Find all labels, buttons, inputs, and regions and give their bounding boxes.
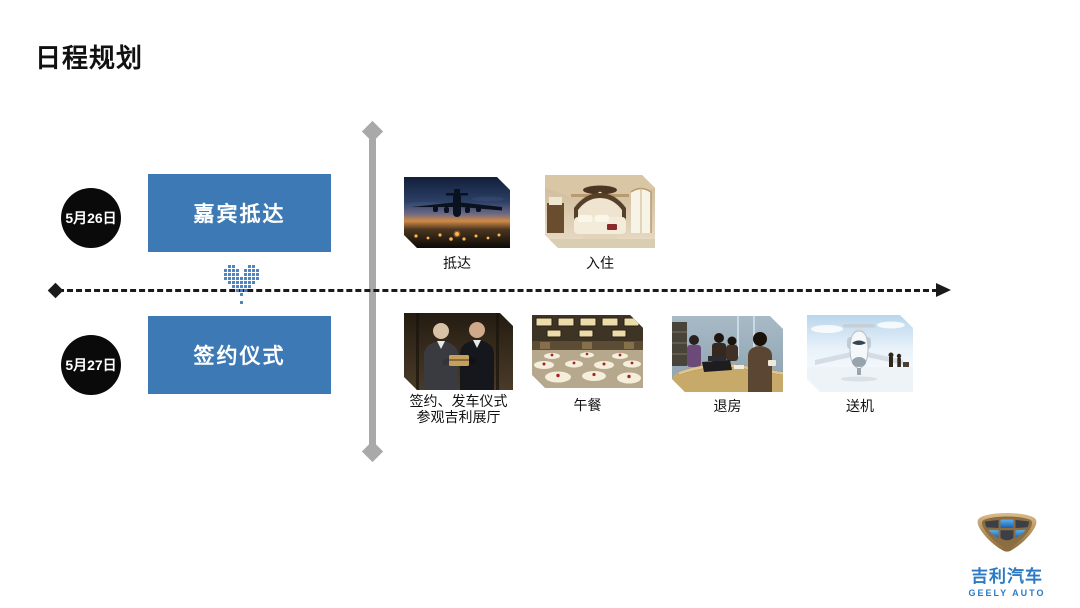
timeline-arrow-head	[936, 283, 951, 297]
vertical-axis-bottom-diamond	[361, 440, 384, 463]
item-label-seeoff: 送机	[846, 398, 874, 414]
date-badge-day1: 5月26日	[61, 188, 121, 248]
slide-title: 日程规划	[35, 43, 144, 73]
item-label-signing: 签约、发车仪式 参观吉利展厅	[409, 393, 508, 426]
geely-logo: 吉利汽车 GEELY AUTO	[960, 512, 1054, 598]
item-label-checkout: 退房	[713, 398, 742, 414]
schedule-item-lunch: 午餐	[532, 315, 643, 413]
airplane-landing-photo	[404, 177, 510, 248]
schedule-item-checkin: 入住	[545, 175, 655, 271]
geely-logo-chinese-name: 吉利汽车	[971, 567, 1043, 586]
signing-ceremony-photo	[404, 313, 513, 390]
item-label-lunch: 午餐	[573, 397, 602, 413]
hotel-room-photo	[545, 175, 655, 248]
vertical-axis-line	[369, 139, 376, 445]
schedule-item-checkout: 退房	[672, 316, 783, 414]
item-label-arrival: 抵达	[443, 255, 471, 271]
geely-logo-english-name: GEELY AUTO	[968, 588, 1046, 598]
event-box-guest-arrival: 嘉宾抵达	[148, 174, 331, 252]
private-jet-photo	[807, 315, 913, 392]
schedule-item-seeoff: 送机	[807, 315, 913, 414]
event-box-signing-ceremony: 签约仪式	[148, 316, 331, 394]
geely-emblem-icon	[974, 512, 1040, 559]
timeline-start-diamond	[47, 282, 64, 299]
merge-arrow-dots	[224, 265, 260, 305]
item-label-checkin: 入住	[586, 255, 614, 271]
banquet-hall-photo	[532, 315, 643, 388]
schedule-item-arrival: 抵达	[404, 177, 510, 271]
timeline-dashed-line	[58, 289, 938, 292]
hotel-checkout-photo	[672, 316, 783, 392]
schedule-item-signing: 签约、发车仪式 参观吉利展厅	[404, 313, 513, 425]
date-badge-day2: 5月27日	[61, 335, 121, 395]
